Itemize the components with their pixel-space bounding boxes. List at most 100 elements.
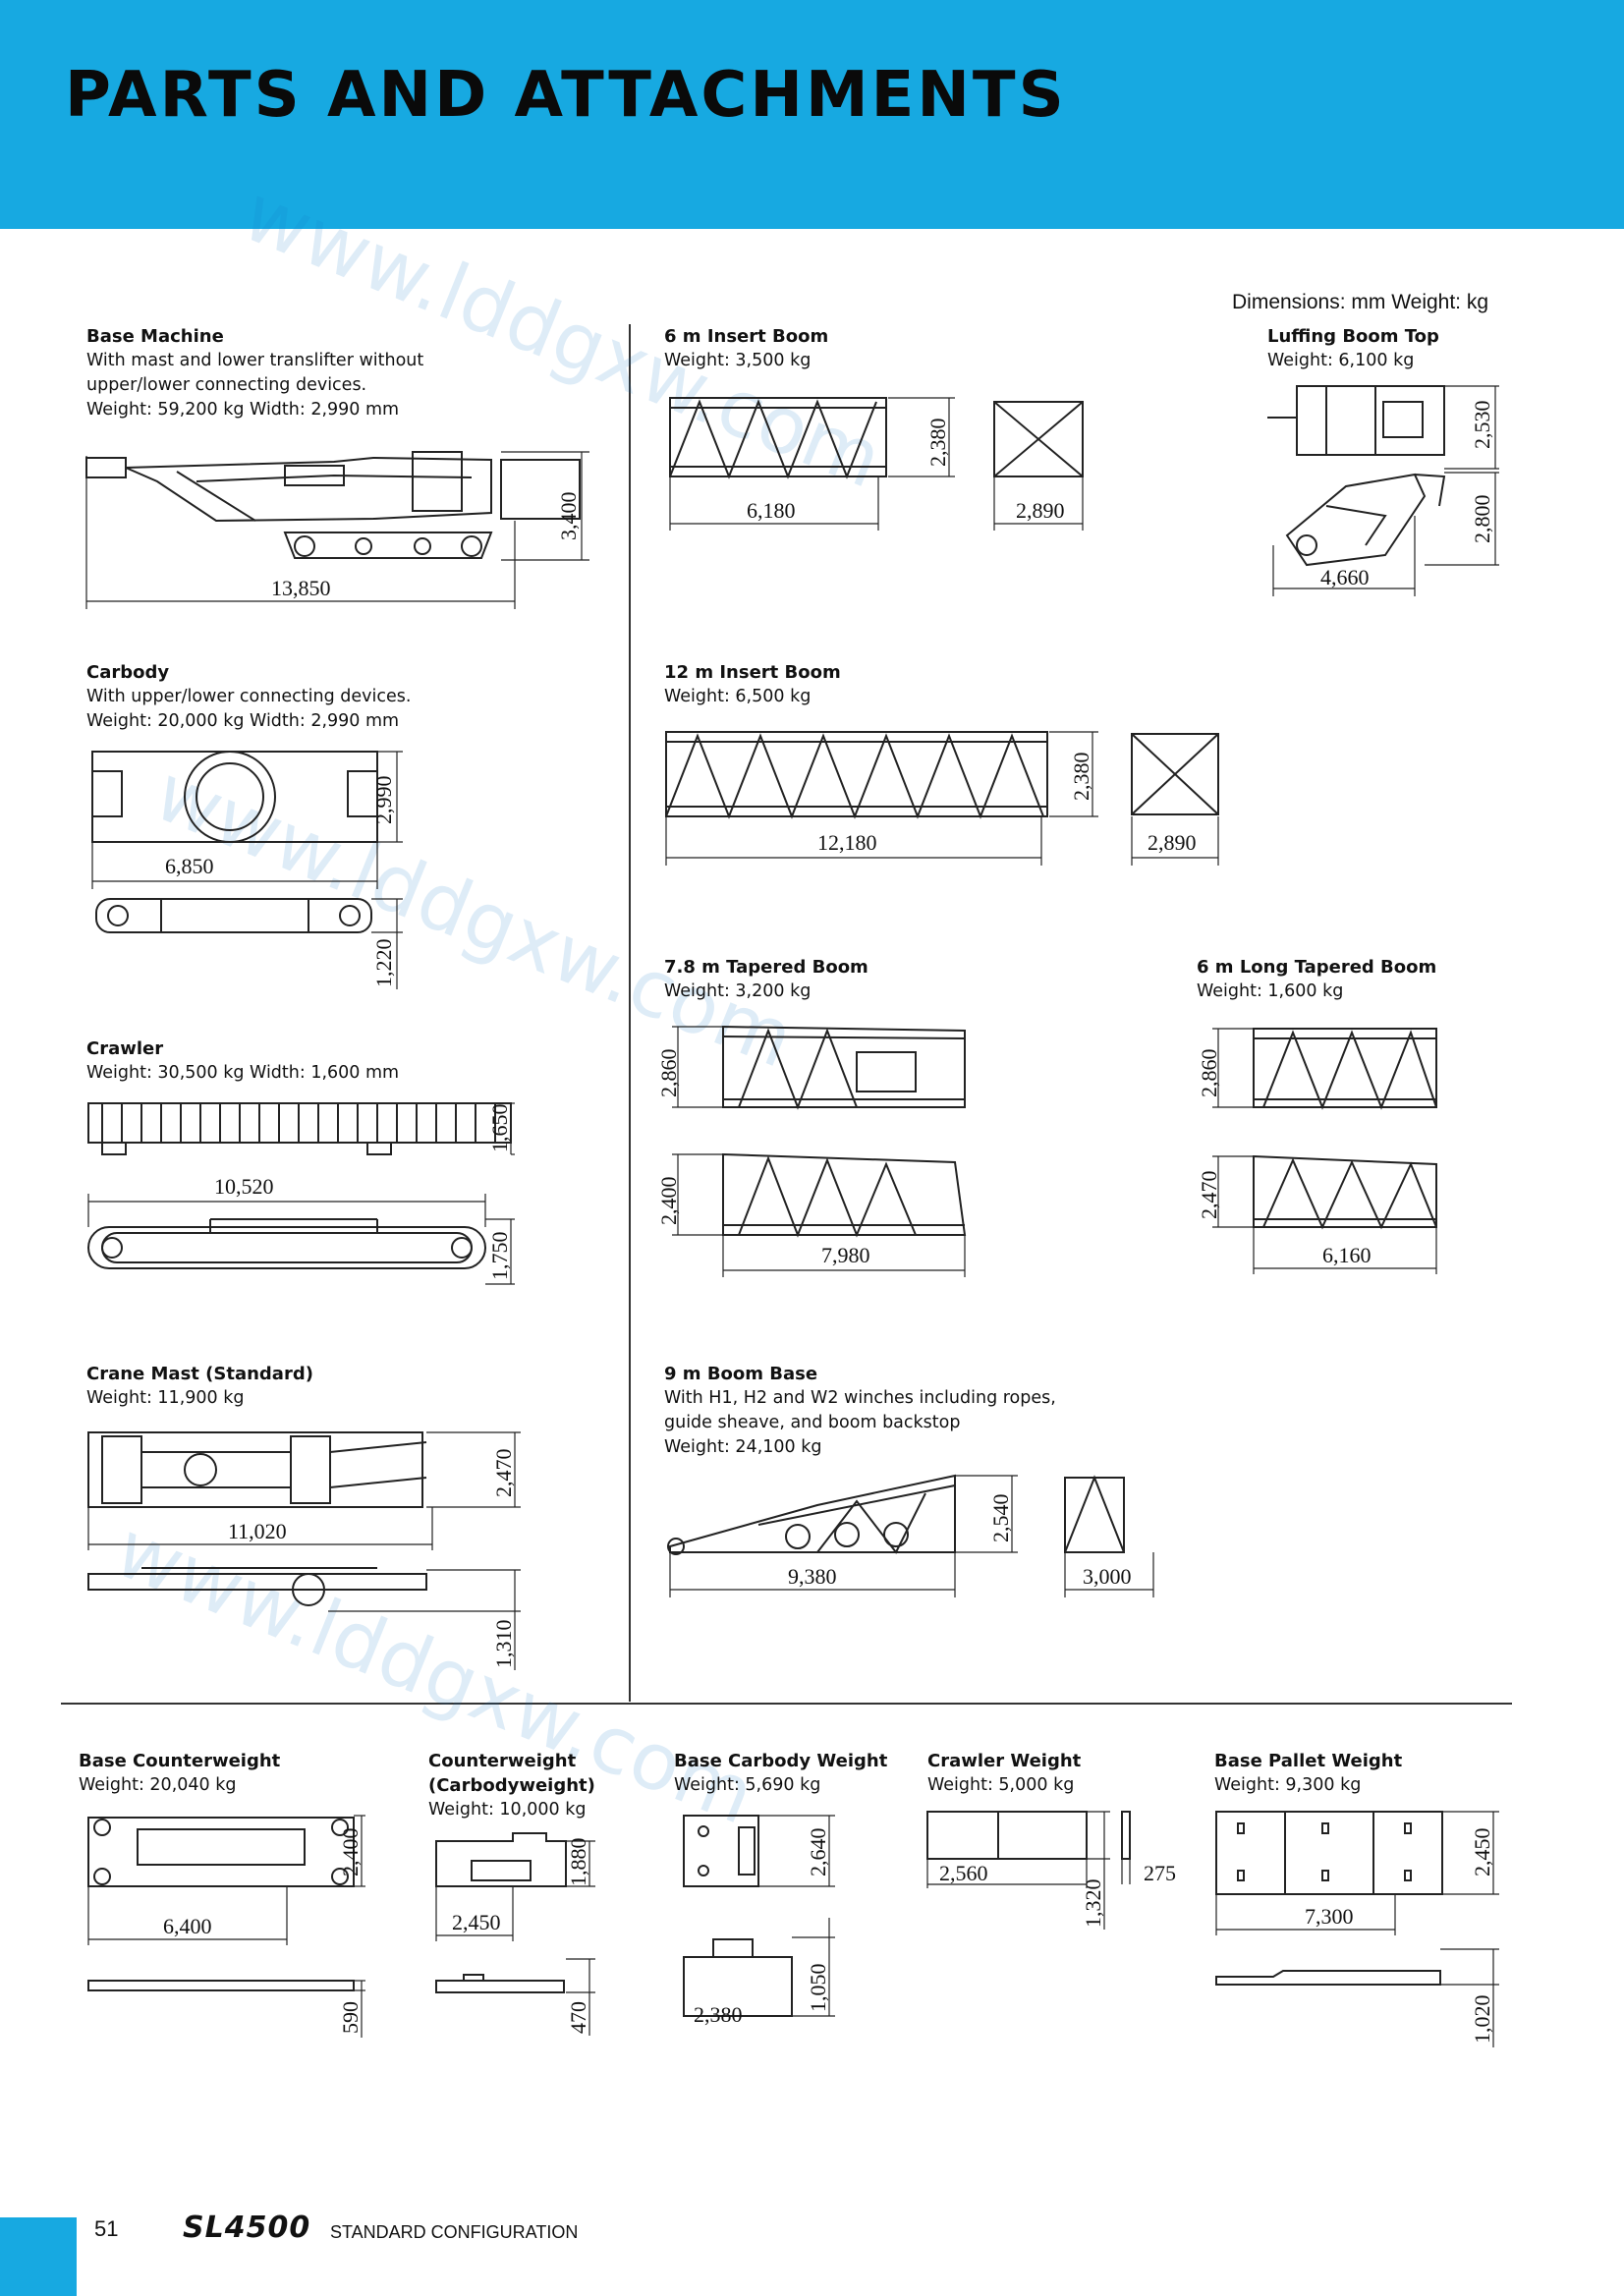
part-weight: Weight: 30,500 kg Width: 1,600 mm [86, 1063, 400, 1083]
dim-label: 2,860 [656, 1049, 681, 1098]
part-title: Crawler [86, 1038, 164, 1059]
part-counterweight-carbody: Counterweight (Carbodyweight) Weight: 10… [428, 1749, 644, 1822]
part-weight: Weight: 20,000 kg Width: 2,990 mm [86, 711, 400, 731]
drawing-carbody: 6,850 2,990 1,220 [91, 751, 403, 989]
dim-label: 275 [1144, 1861, 1176, 1885]
part-base-counterweight: Base Counterweight Weight: 20,040 kg [79, 1749, 314, 1798]
part-weight: Weight: 24,100 kg [664, 1437, 822, 1457]
part-12m-insert-boom: 12 m Insert Boom Weight: 6,500 kg [664, 660, 959, 709]
part-9m-boom-base: 9 m Boom Base With H1, H2 and W2 winches… [664, 1362, 1077, 1460]
part-base-carbody-weight: Base Carbody Weight Weight: 5,690 kg [674, 1749, 890, 1798]
dim-label: 2,640 [806, 1828, 830, 1877]
part-base-machine: Base Machine With mast and lower transli… [86, 324, 529, 422]
dim-label: 6,160 [1322, 1243, 1372, 1267]
part-weight: Weight: 3,500 kg [664, 351, 812, 370]
dim-label: 6,400 [163, 1914, 212, 1938]
part-6m-long-tapered-boom: 6 m Long Tapered Boom Weight: 1,600 kg [1197, 955, 1491, 1004]
dim-label: 3,000 [1083, 1564, 1132, 1589]
part-7-8m-tapered-boom: 7.8 m Tapered Boom Weight: 3,200 kg [664, 955, 959, 1004]
part-title: Base Carbody Weight [674, 1751, 888, 1771]
part-description: With upper/lower connecting devices. [86, 687, 412, 706]
section-divider [61, 1703, 1512, 1705]
dim-label: 1,750 [487, 1232, 512, 1281]
part-title: Base Counterweight [79, 1751, 281, 1771]
part-title: Carbody [86, 662, 170, 683]
dim-label: 11,020 [228, 1519, 287, 1543]
dim-label: 2,890 [1016, 498, 1065, 523]
dim-label: 1,050 [806, 1964, 830, 2013]
part-weight: Weight: 5,690 kg [674, 1775, 821, 1795]
dim-label: 2,540 [988, 1494, 1013, 1543]
dim-label: 9,380 [788, 1564, 837, 1589]
part-crawler: Crawler Weight: 30,500 kg Width: 1,600 m… [86, 1036, 529, 1086]
part-title: 7.8 m Tapered Boom [664, 957, 868, 978]
dim-label: 2,470 [1197, 1171, 1221, 1220]
dim-label: 12,180 [817, 830, 877, 855]
dim-label: 2,890 [1148, 830, 1197, 855]
part-weight: Weight: 11,900 kg [86, 1388, 245, 1408]
header-band [0, 0, 1624, 229]
dim-label: 1,320 [1081, 1879, 1105, 1929]
dim-label: 470 [566, 2001, 590, 2034]
part-title: 12 m Insert Boom [664, 662, 841, 683]
dim-label: 2,990 [371, 776, 396, 825]
dim-label: 590 [338, 2001, 363, 2034]
dim-label: 6,850 [165, 854, 214, 878]
part-6m-insert-boom: 6 m Insert Boom Weight: 3,500 kg [664, 324, 959, 373]
part-weight: Weight: 6,500 kg [664, 687, 812, 706]
part-crawler-weight: Crawler Weight Weight: 5,000 kg [927, 1749, 1144, 1798]
footer-label: STANDARD CONFIGURATION [330, 2222, 579, 2242]
part-title: Luffing Boom Top [1267, 326, 1439, 347]
page-title: PARTS AND ATTACHMENTS [65, 59, 1067, 132]
dim-label: 2,560 [939, 1861, 988, 1885]
drawing-crane-mast: 11,020 2,470 1,310 [87, 1431, 521, 1670]
part-weight: Weight: 3,200 kg [664, 981, 812, 1001]
part-luffing-boom-top: Luffing Boom Top Weight: 6,100 kg [1267, 324, 1513, 373]
part-weight: Weight: 5,000 kg [927, 1775, 1075, 1795]
part-crane-mast: Crane Mast (Standard) Weight: 11,900 kg [86, 1362, 529, 1411]
dim-label: 2,470 [491, 1449, 516, 1498]
part-title: Base Pallet Weight [1214, 1751, 1403, 1771]
part-title: Counterweight (Carbodyweight) [428, 1751, 595, 1796]
dim-label: 7,300 [1305, 1904, 1354, 1929]
dim-label: 2,450 [1470, 1828, 1494, 1877]
part-title: 6 m Insert Boom [664, 326, 829, 347]
part-weight: Weight: 6,100 kg [1267, 351, 1415, 370]
part-weight: Weight: 59,200 kg Width: 2,990 mm [86, 400, 400, 420]
dim-label: 13,850 [271, 576, 331, 600]
part-weight: Weight: 9,300 kg [1214, 1775, 1362, 1795]
model-logo: SL4500 [183, 2211, 311, 2245]
dim-label: 6,180 [747, 498, 796, 523]
dim-label: 2,400 [656, 1177, 681, 1226]
dim-label: 2,860 [1197, 1049, 1221, 1098]
part-weight: Weight: 10,000 kg [428, 1800, 587, 1820]
drawing-base-machine: 13,850 3,400 [85, 451, 589, 609]
drawing-base-carbody-weight: 2,640 2,380 1,050 [683, 1815, 835, 2027]
drawing-base-pallet-weight: 7,300 2,450 1,020 [1215, 1811, 1499, 2047]
part-description: With H1, H2 and W2 winches including rop… [664, 1388, 1056, 1432]
drawing-crawler-weight: 2,560 1,320 275 [926, 1811, 1176, 1930]
part-title: 6 m Long Tapered Boom [1197, 957, 1437, 978]
dim-label: 2,450 [452, 1910, 501, 1934]
dim-label: 7,980 [821, 1243, 870, 1267]
part-title: Crane Mast (Standard) [86, 1364, 313, 1384]
drawing-9m-boom-base: 9,380 2,540 3,000 [667, 1474, 1154, 1597]
part-weight: Weight: 1,600 kg [1197, 981, 1344, 1001]
dim-label: 10,520 [214, 1174, 274, 1199]
part-carbody: Carbody With upper/lower connecting devi… [86, 660, 529, 734]
dim-label: 2,380 [925, 419, 950, 468]
dim-label: 2,530 [1470, 401, 1494, 450]
dim-label: 2,380 [694, 2002, 743, 2027]
drawing-crawler: 10,520 1,650 1,750 [87, 1102, 515, 1285]
part-base-pallet-weight: Base Pallet Weight Weight: 9,300 kg [1214, 1749, 1470, 1798]
drawing-counterweight-carbody: 2,450 1,880 470 [435, 1832, 595, 2036]
dim-label: 2,800 [1470, 495, 1494, 544]
dim-label: 1,650 [487, 1104, 512, 1153]
footer-band [0, 2217, 77, 2296]
column-divider [629, 324, 631, 1702]
dim-label: 1,220 [371, 939, 396, 988]
dim-label: 2,400 [338, 1828, 363, 1877]
dim-label: 1,020 [1470, 1995, 1494, 2044]
drawing-6m-long-tapered-boom: 2,860 2,470 6,160 [1197, 1028, 1437, 1274]
part-title: Base Machine [86, 326, 224, 347]
